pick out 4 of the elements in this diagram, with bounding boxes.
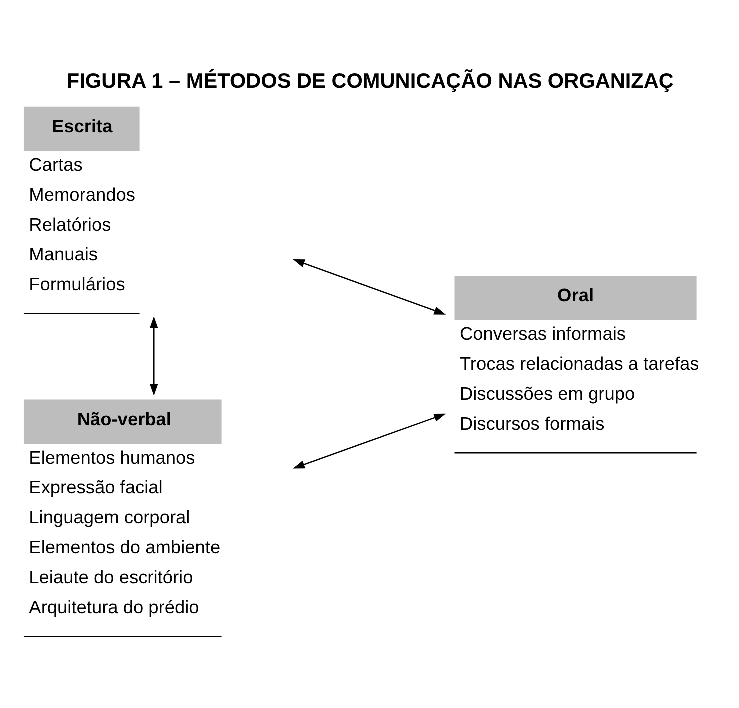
arrow	[293, 259, 446, 314]
arrow	[293, 413, 446, 468]
arrow	[150, 316, 158, 396]
diagram-title: FIGURA 1 – MÉTODOS DE COMUNICAÇÃO NAS ORGANIZAÇ	[66, 69, 674, 92]
